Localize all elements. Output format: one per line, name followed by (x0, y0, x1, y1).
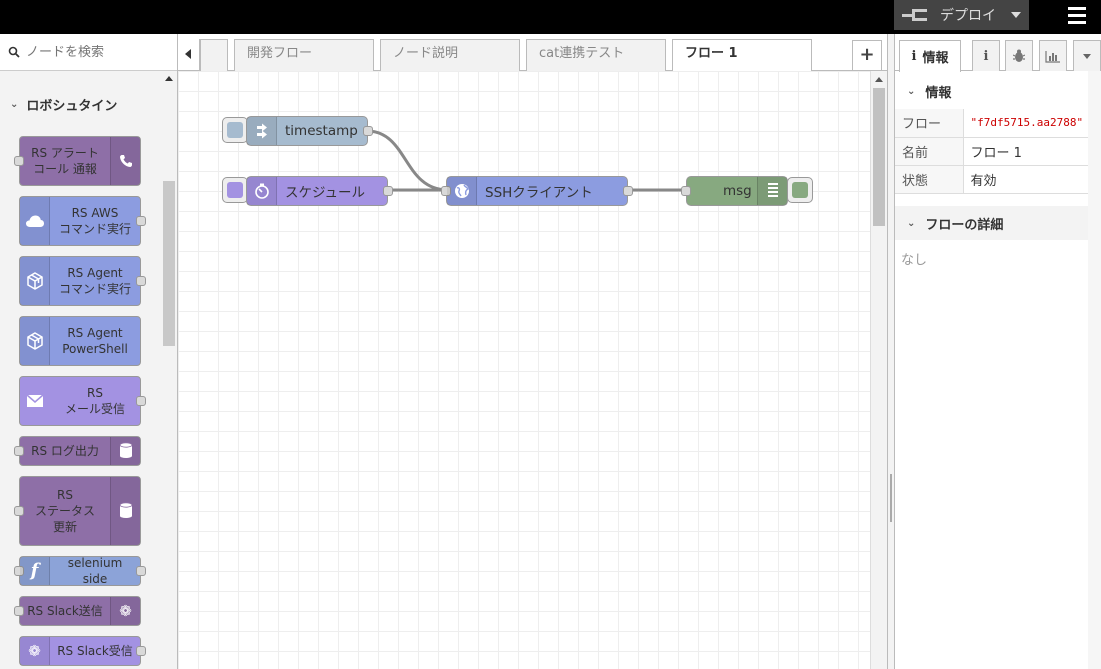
tab-node-description[interactable]: ノード説明 (380, 39, 520, 71)
tab-dev-flow[interactable]: 開発フロー (234, 39, 374, 71)
sidebar-tab-dropdown[interactable] (1073, 40, 1101, 71)
flow-tab-bar: 開発フロー ノード説明 cat連携テスト フロー 1 (178, 34, 887, 72)
info-icon: i (911, 49, 917, 64)
sidebar: i 情報 i ⌄ 情報 フロー "f7df5715.aa2788" 名前 フロー… (895, 34, 1101, 669)
info-row-name: 名前 フロー 1 (895, 137, 1088, 166)
scrollbar-thumb[interactable] (163, 181, 175, 346)
box-icon (20, 257, 50, 305)
cloud-icon (20, 197, 50, 245)
tab-flow-1[interactable]: フロー 1 (672, 39, 812, 72)
phone-icon (110, 137, 140, 185)
sidebar-resize-handle[interactable] (887, 34, 895, 669)
sidebar-scrollbar[interactable] (1088, 71, 1101, 669)
globe-icon (447, 177, 477, 205)
palette-scrollbar[interactable] (162, 71, 177, 669)
header-bar: デプロイ (0, 0, 1101, 34)
tab-hidden[interactable] (200, 39, 228, 71)
flow-workspace[interactable]: timestamp スケジュール SSHクライアント msg (178, 71, 870, 669)
palette-node-slack-receive[interactable]: ❁ RS Slack受信 (19, 636, 146, 666)
workspace-scrollbar[interactable] (870, 71, 887, 669)
flow-node-timestamp[interactable]: timestamp (246, 116, 373, 146)
chevron-down-icon: ⌄ (907, 217, 916, 229)
arrows-icon (247, 117, 277, 145)
search-input[interactable] (26, 44, 176, 60)
sidebar-tab-bar: i 情報 i (895, 34, 1101, 72)
deploy-label: デプロイ (940, 8, 996, 24)
box-icon (20, 317, 50, 365)
palette-node-rs-aws[interactable]: RS AWS コマンド実行 (19, 196, 146, 246)
chevron-down-icon: ⌄ (907, 85, 916, 97)
category-label: ロボシュタイン (26, 98, 118, 114)
flow-node-msg-debug[interactable]: msg (681, 176, 788, 206)
scrollbar-thumb[interactable] (873, 88, 885, 226)
tab-cat-test[interactable]: cat連携テスト (526, 39, 666, 71)
search-icon (8, 46, 20, 58)
info-section-header[interactable]: ⌄ 情報 (895, 74, 1088, 108)
palette-category-header[interactable]: ⌄ ロボシュタイン (0, 90, 160, 118)
hamburger-icon (1068, 6, 1086, 10)
schedule-trigger-button[interactable] (222, 177, 248, 203)
database-icon (110, 477, 140, 545)
info-row-status: 状態 有効 (895, 165, 1088, 194)
info-table: フロー "f7df5715.aa2788" 名前 フロー 1 状態 有効 (895, 109, 1088, 194)
info-row-flow: フロー "f7df5715.aa2788" (895, 109, 1088, 138)
details-section-header[interactable]: ⌄ フローの詳細 (895, 206, 1088, 240)
timer-icon (247, 177, 277, 205)
palette-node-log-output[interactable]: RS ログ出力 (14, 436, 141, 466)
cog-icon: ❁ (20, 637, 50, 665)
debug-toggle-button[interactable] (787, 177, 813, 203)
deploy-icon (902, 7, 930, 23)
palette: ⌄ ロボシュタイン RS アラート コール 通報 RS AWS コマンド実行 R… (0, 34, 178, 669)
palette-node-slack-send[interactable]: RS Slack送信 ❁ (14, 596, 141, 626)
function-icon: f (20, 557, 50, 585)
flow-wires (366, 129, 686, 192)
chevron-down-icon: ⌄ (10, 98, 19, 110)
menu-button[interactable] (1058, 0, 1096, 30)
bug-icon (1013, 49, 1025, 62)
chevron-down-icon (1083, 53, 1091, 59)
sidebar-tab-info[interactable]: i 情報 (899, 40, 961, 72)
chart-icon (1045, 50, 1060, 63)
palette-search (0, 34, 177, 71)
sidebar-tab-debug[interactable] (1005, 40, 1033, 71)
scroll-up-icon[interactable] (165, 76, 173, 81)
flow-node-ssh-client[interactable]: SSHクライアント (441, 176, 633, 206)
sidebar-tab-help[interactable]: i (972, 40, 1000, 71)
wire-timestamp-ssh (366, 129, 449, 192)
palette-node-selenium-side[interactable]: f selenium side (14, 556, 146, 586)
chevron-down-icon[interactable] (1011, 12, 1021, 18)
palette-node-mail-receive[interactable]: RS メール受信 (19, 376, 146, 426)
mail-icon (20, 377, 50, 425)
inject-trigger-button[interactable] (222, 117, 248, 143)
palette-node-agent-powershell[interactable]: RS Agent PowerShell (19, 316, 141, 366)
flow-node-schedule[interactable]: スケジュール (246, 176, 393, 206)
palette-node-agent-command[interactable]: RS Agent コマンド実行 (19, 256, 146, 306)
palette-node-status-update[interactable]: RS ステータス 更新 (14, 476, 141, 546)
details-body: なし (901, 253, 928, 268)
add-tab-button[interactable]: + (852, 40, 882, 71)
cog-icon: ❁ (110, 597, 140, 625)
info-icon: i (983, 48, 989, 64)
deploy-button[interactable]: デプロイ (894, 0, 1029, 30)
tab-scroll-left-button[interactable] (178, 39, 200, 70)
list-icon (757, 177, 787, 205)
sidebar-tab-dashboard[interactable] (1039, 40, 1067, 71)
database-icon (110, 437, 140, 465)
scroll-up-icon[interactable] (875, 77, 883, 82)
palette-node-alert-call[interactable]: RS アラート コール 通報 (14, 136, 141, 186)
